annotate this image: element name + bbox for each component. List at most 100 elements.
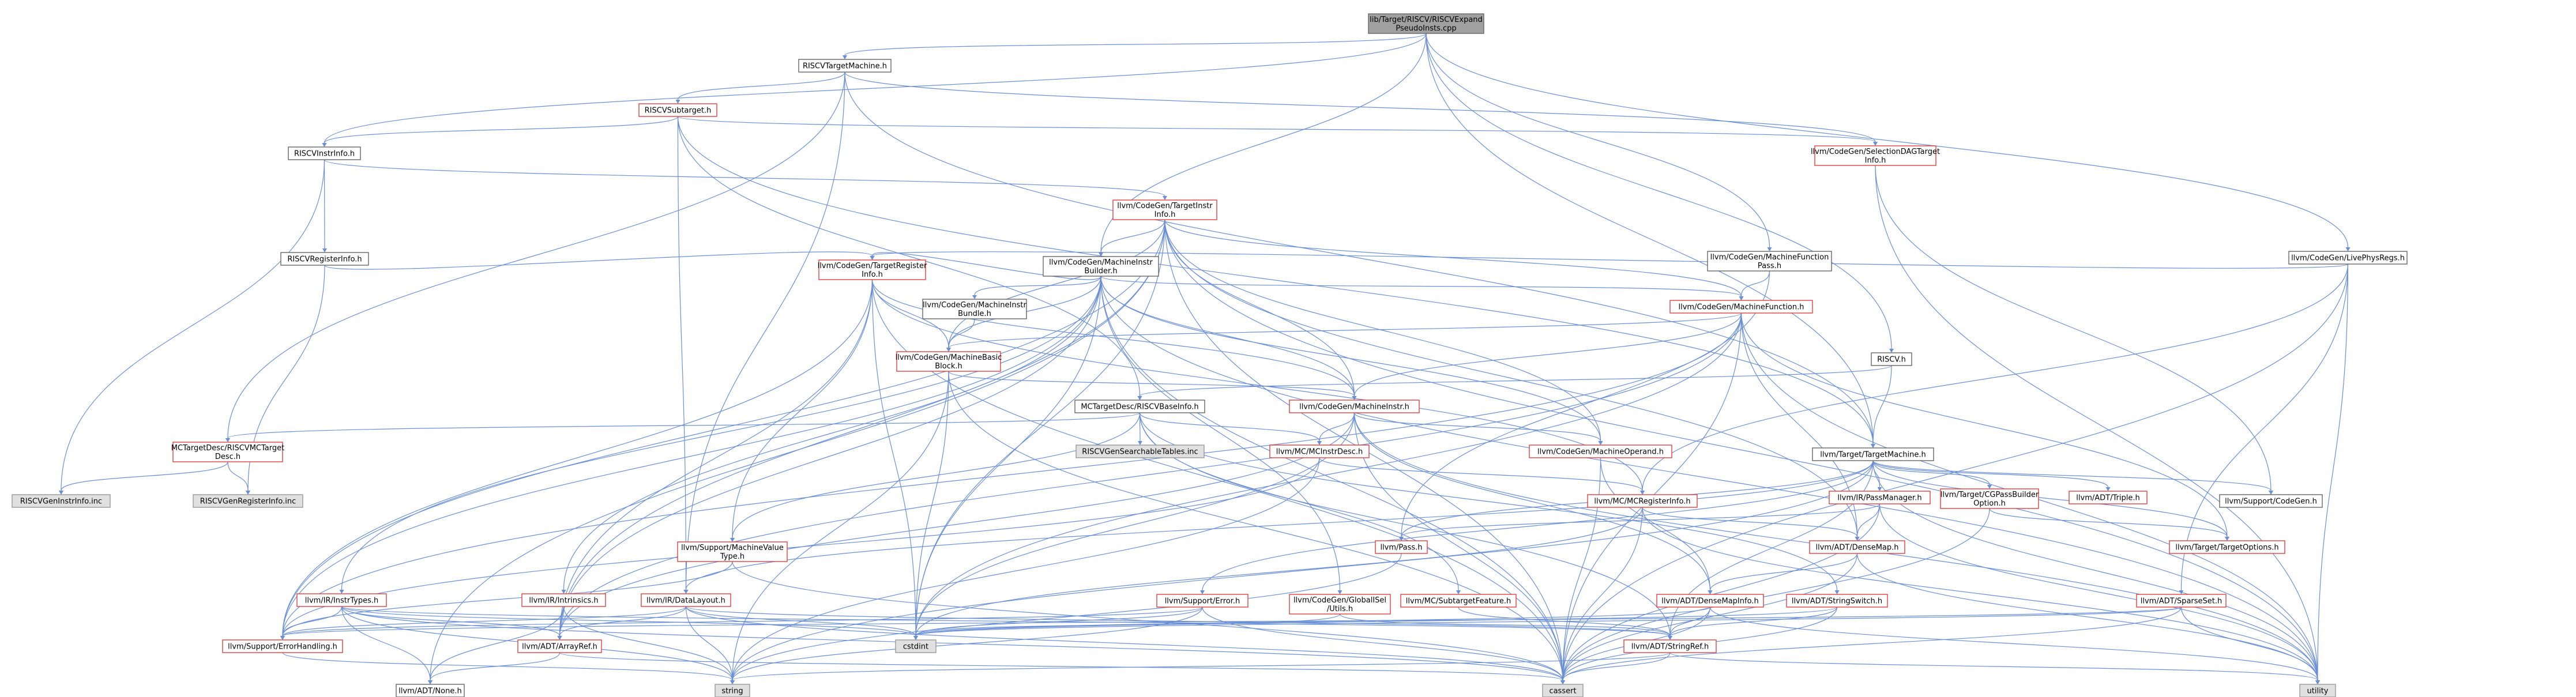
edge-root-to-riscv: [1426, 33, 1894, 353]
node-mcregisterinfo[interactable]: llvm/MC/MCRegisterInfo.h: [1587, 494, 1698, 508]
node-machineinstr[interactable]: llvm/CodeGen/MachineInstr.h: [1289, 400, 1420, 413]
node-supportcodegen[interactable]: llvm/Support/CodeGen.h: [2219, 494, 2323, 508]
node-densemapinfo[interactable]: llvm/ADT/DenseMapInfo.h: [1656, 594, 1764, 608]
node-riscv[interactable]: RISCV.h: [1871, 352, 1912, 366]
node-sparseset[interactable]: llvm/ADT/SparseSet.h: [2136, 594, 2227, 608]
edge-riscvsubtarget-to-selectiondagtargetinfo: [677, 116, 1878, 146]
edge-targettargetmachine-to-datalayout: [683, 460, 1874, 594]
node-mcinstrdesc[interactable]: llvm/MC/MCInstrDesc.h: [1269, 444, 1370, 458]
node-riscvinstrinfo[interactable]: RISCVInstrInfo.h: [288, 146, 361, 160]
node-subtargetfeature[interactable]: llvm/MC/SubtargetFeature.h: [1400, 594, 1517, 608]
node-genregisterinfo[interactable]: RISCVGenRegisterInfo.inc: [193, 494, 303, 508]
edge-irpassmanager-to-densemap: [1855, 503, 1881, 541]
node-label: llvm/MC/MCInstrDesc.h: [1276, 448, 1363, 457]
edge-livephysregs-to-targetregisterinfo: [870, 251, 2349, 269]
edge-machinefunction-to-densemap: [1740, 312, 1860, 541]
edge-riscvinstrinfo-to-targetinstrinfo: [324, 159, 1167, 200]
node-targetoptions[interactable]: llvm/Target/TargetOptions.h: [2169, 540, 2285, 554]
edge-machineinstrbuilder-to-globalisel: [1100, 276, 1342, 594]
node-errorhandling[interactable]: llvm/Support/ErrorHandling.h: [222, 639, 343, 653]
nodes-layer: lib/Target/RISCV/RISCVExpandPseudoInsts.…: [12, 13, 2408, 697]
node-label: llvm/IR/DataLayout.h: [646, 597, 725, 605]
edge-cgpassbuilder-to-targetoptions: [1989, 508, 2229, 541]
edge-densemap-to-densemapinfo: [1708, 553, 1858, 594]
node-livephysregs[interactable]: llvm/CodeGen/LivePhysRegs.h: [2288, 251, 2408, 265]
edge-root-to-riscvtargetmachine: [843, 33, 1427, 59]
node-label: llvm/ADT/StringSwitch.h: [1792, 597, 1882, 606]
node-label: PseudoInsts.cpp: [1396, 24, 1456, 33]
node-cassert[interactable]: cassert: [1542, 684, 1584, 697]
node-label: llvm/Support/CodeGen.h: [2225, 498, 2317, 506]
node-machineoperand[interactable]: llvm/CodeGen/MachineOperand.h: [1529, 444, 1672, 458]
node-searchabletables[interactable]: RISCVGenSearchableTables.inc: [1075, 444, 1205, 458]
node-label: MCTargetDesc/RISCVMCTarget: [171, 444, 284, 453]
node-stringswitch[interactable]: llvm/ADT/StringSwitch.h: [1786, 594, 1888, 608]
node-stringref[interactable]: llvm/ADT/StringRef.h: [1623, 639, 1717, 653]
node-pass[interactable]: llvm/Pass.h: [1375, 540, 1428, 554]
node-triple[interactable]: llvm/ADT/Triple.h: [2069, 491, 2148, 504]
edge-root-to-livephysregs: [1426, 33, 2351, 251]
node-riscvregisterinfo[interactable]: RISCVRegisterInfo.h: [280, 252, 369, 266]
node-label: llvm/ADT/Triple.h: [2076, 494, 2139, 503]
node-globalisel[interactable]: llvm/CodeGen/GlobalISel/Utils.h: [1289, 594, 1391, 615]
node-datalayout[interactable]: llvm/IR/DataLayout.h: [641, 593, 731, 607]
node-riscvbaseinfo[interactable]: MCTargetDesc/RISCVBaseInfo.h: [1074, 400, 1205, 413]
edge-errorhandling-to-string: [282, 652, 735, 684]
node-label: llvm/ADT/SparseSet.h: [2141, 597, 2222, 606]
node-label: utility: [2307, 687, 2329, 696]
edge-riscvmctargetdesc-to-geninstrinfo: [59, 461, 228, 495]
edge-targetinstrinfo-to-machineinstrbuilder: [1099, 219, 1165, 257]
node-root[interactable]: lib/Target/RISCV/RISCVExpandPseudoInsts.…: [1368, 13, 1484, 34]
edge-targetregisterinfo-to-machinevaluetype: [730, 279, 873, 542]
node-supporterror[interactable]: llvm/Support/Error.h: [1156, 594, 1248, 608]
node-geninstrinfo[interactable]: RISCVGenInstrInfo.inc: [12, 494, 111, 508]
node-label: llvm/CodeGen/MachineInstr: [1049, 258, 1153, 267]
node-label: RISCV.h: [1877, 356, 1906, 364]
edge-machinefunction-to-errorhandling: [280, 312, 1742, 640]
node-label: string: [721, 687, 743, 696]
node-label: llvm/CodeGen/GlobalISel: [1293, 596, 1386, 605]
edge-densemap-to-utility: [1856, 553, 2320, 684]
node-label: llvm/Pass.h: [1380, 544, 1422, 552]
edge-targetinstrinfo-to-errorhandling: [280, 219, 1165, 640]
node-label: llvm/ADT/ArrayRef.h: [522, 643, 597, 651]
edge-riscv-to-riscvbaseinfo: [1137, 365, 1892, 400]
node-label: RISCVGenInstrInfo.inc: [20, 498, 102, 506]
edge-mcregisterinfo-to-densemap: [1642, 507, 1860, 541]
node-cstdint[interactable]: cstdint: [895, 639, 937, 653]
node-utility[interactable]: utility: [2299, 684, 2336, 697]
node-none[interactable]: llvm/ADT/None.h: [396, 684, 465, 697]
edge-riscvmctargetdesc-to-genregisterinfo: [227, 461, 250, 495]
node-machinefunction[interactable]: llvm/CodeGen/MachineFunction.h: [1669, 300, 1813, 314]
node-riscvtargetmachine[interactable]: RISCVTargetMachine.h: [798, 59, 892, 73]
edge-machinevaluetype-to-cassert: [732, 561, 1565, 684]
edge-targetregisterinfo-to-arrayref: [557, 279, 873, 640]
node-targettargetmachine[interactable]: llvm/Target/TargetMachine.h: [1812, 447, 1934, 461]
node-irinstrtypes[interactable]: llvm/IR/InstrTypes.h: [296, 593, 387, 607]
node-string[interactable]: string: [714, 684, 750, 697]
edge-riscvtargetmachine-to-datalayout: [683, 71, 845, 594]
node-arrayref[interactable]: llvm/ADT/ArrayRef.h: [517, 639, 602, 653]
node-irintrinsics[interactable]: llvm/IR/Intrinsics.h: [521, 593, 606, 607]
node-riscvsubtarget[interactable]: RISCVSubtarget.h: [638, 103, 717, 117]
edge-machineinstrbuilder-to-errorhandling: [280, 276, 1101, 640]
node-label: Option.h: [1973, 499, 2006, 508]
edge-supporterror-to-string: [730, 606, 1203, 684]
node-densemap[interactable]: llvm/ADT/DenseMap.h: [1809, 540, 1905, 554]
node-label: Info.h: [1155, 210, 1176, 219]
edge-arrayref-to-none: [428, 652, 561, 684]
node-irpassmanager[interactable]: llvm/IR/PassManager.h: [1829, 491, 1931, 504]
edge-machinefunctionpass-to-machinefunction: [1739, 270, 1770, 300]
edge-mcinstrdesc-to-mcregisterinfo: [1319, 457, 1645, 495]
